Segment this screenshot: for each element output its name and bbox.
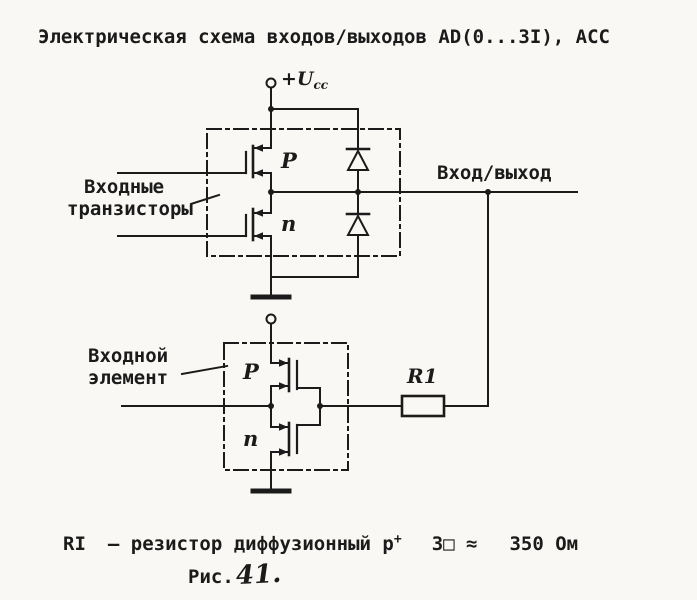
footnote-sup: + (393, 532, 402, 547)
footnote-ref: RI (63, 533, 86, 555)
top-circuit (117, 77, 578, 300)
footnote-value: 350 Ом (509, 533, 579, 555)
footnote-text: – резистор диффузионный р (107, 533, 394, 555)
supply-terminal-bottom (265, 313, 277, 325)
nmos-output-transistor (117, 207, 272, 242)
nmos-top-label: n (281, 211, 297, 236)
caption-number: 41. (234, 558, 282, 592)
caption-label: Рис. (188, 566, 234, 588)
figure-caption: Рис.41. (188, 558, 282, 592)
esd-diode-upper (345, 147, 371, 193)
label-pointer-top (189, 193, 221, 206)
ucc-label: +Ucc (281, 68, 329, 93)
resistor-footnote: RI – резистор диффузионный р+3□ ≈ 350 Ом (63, 529, 578, 555)
resistor-r1 (400, 394, 446, 418)
input-element-label-line2: элемент (88, 367, 169, 389)
label-pointer-bottom (180, 364, 229, 376)
footnote-squares: 3□ ≈ (431, 533, 478, 555)
pmos-output-transistor (117, 144, 272, 179)
input-element-label-line1: Входной (88, 345, 169, 367)
page-title: Электрическая схема входов/выходов AD(0.… (38, 26, 610, 48)
pmos-bottom-label: P (243, 359, 259, 384)
pmos-input-element (270, 357, 321, 393)
pad-label: Вход/выход (437, 162, 552, 184)
pmos-top-label: P (281, 148, 297, 173)
bottom-circuit (121, 191, 489, 494)
input-transistors-label-line1: Входные (84, 176, 165, 198)
nmos-input-element (270, 421, 321, 457)
input-transistors-label-line2: транзисторы (67, 198, 193, 220)
nmos-bottom-label: n (243, 426, 259, 451)
ucc-terminal (265, 77, 277, 89)
resistor-label: R1 (407, 364, 438, 388)
esd-diode-lower (345, 191, 371, 278)
